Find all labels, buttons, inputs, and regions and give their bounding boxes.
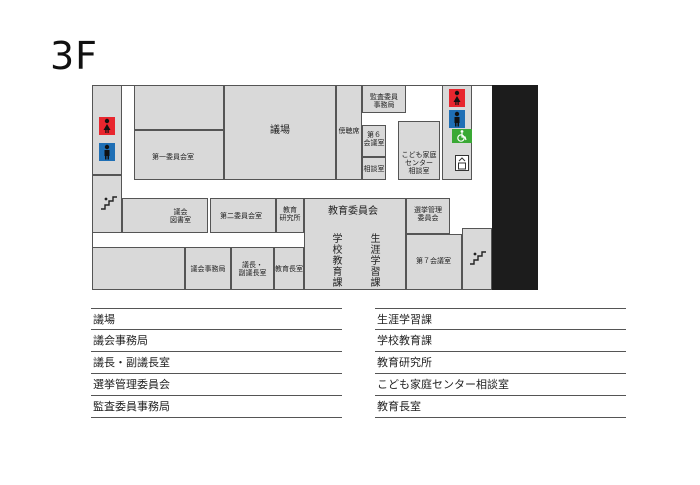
- label-dai1: 第一委員会室: [152, 153, 194, 161]
- label-gikai-jimu: 議会事務局: [190, 265, 226, 273]
- stairs-icon: [469, 250, 487, 266]
- accessible-restroom-icon: [452, 129, 472, 143]
- legend-item: こども家庭センター相談室: [375, 374, 626, 396]
- label-kyoiku-kenkyu: 教育 研究所: [279, 206, 301, 223]
- stair-left: [92, 175, 122, 233]
- label-dai7: 第７会議室: [416, 257, 451, 265]
- room-dai2: [210, 198, 276, 233]
- room-soudan: [362, 157, 386, 180]
- stairs-icon: [100, 195, 118, 211]
- room-kyoiku-iinkai: [304, 198, 406, 290]
- floor-map: 第一委員会室 議場 傍聴席 監査委員 事務局 第６ 会議室 相談室 こども家庭 …: [92, 85, 538, 290]
- room-boucho: [336, 85, 362, 180]
- label-gijo: 議場: [270, 125, 290, 136]
- room-dai6: [362, 125, 386, 157]
- floor-label: 3F: [50, 34, 99, 78]
- label-soudan: 相談室: [363, 165, 385, 173]
- room-block-upper-left: [134, 85, 224, 130]
- legend-item: 監査委員事務局: [91, 396, 342, 418]
- room-kodomo: [398, 121, 440, 180]
- label-gakko: 学校教育課: [330, 233, 341, 288]
- room-senkyo: [406, 198, 450, 234]
- label-kyoikucho: 教育長室: [275, 265, 303, 273]
- room-gikai-jimu: [185, 247, 231, 290]
- label-boucho: 傍聴席: [338, 127, 360, 135]
- room-kansa: [362, 85, 406, 113]
- label-dai2: 第二委員会室: [220, 212, 262, 220]
- room-gicho: [231, 247, 274, 290]
- room-dai7: [406, 234, 462, 290]
- legend-item: 議長・副議長室: [91, 352, 342, 374]
- label-dai6: 第６ 会議室: [363, 131, 385, 148]
- mens-restroom-icon: [99, 143, 115, 161]
- womens-restroom-icon: [449, 89, 465, 107]
- legend-item: 教育長室: [375, 396, 626, 418]
- legend-item: 議会事務局: [91, 330, 342, 352]
- legend-item: 選挙管理委員会: [91, 374, 342, 396]
- outer-wall: [492, 85, 538, 290]
- room-gijo: [224, 85, 336, 180]
- room-toshoshitsu: [122, 198, 208, 233]
- room-kyoiku-kenkyu: [276, 198, 304, 233]
- room-bottom-left: [92, 247, 185, 290]
- label-kyoiku-iinkai: 教育委員会: [328, 206, 378, 217]
- stair-right: [462, 228, 492, 290]
- legend-item: 生涯学習課: [375, 308, 626, 330]
- label-kodomo: こども家庭 センター 相談室: [401, 151, 437, 176]
- label-senkyo: 選挙管理 委員会: [414, 206, 442, 223]
- label-gicho: 議長・ 副議長室: [238, 261, 267, 278]
- label-kansa: 監査委員 事務局: [370, 93, 398, 110]
- room-dai1: [134, 130, 224, 180]
- legend-left: 議場 議会事務局 議長・副議長室 選挙管理委員会 監査委員事務局: [91, 308, 342, 418]
- legend-item: 学校教育課: [375, 330, 626, 352]
- legend-right: 生涯学習課 学校教育課 教育研究所 こども家庭センター相談室 教育長室: [375, 308, 626, 418]
- mens-restroom-icon: [449, 110, 465, 128]
- label-toshoshitsu: 議会 図書室: [170, 208, 191, 225]
- legend-item: 議場: [91, 308, 342, 330]
- elevator-icon: [455, 155, 469, 171]
- womens-restroom-icon: [99, 117, 115, 135]
- room-kyoikucho: [274, 247, 304, 290]
- label-shogai: 生涯学習課: [368, 233, 379, 288]
- legend-item: 教育研究所: [375, 352, 626, 374]
